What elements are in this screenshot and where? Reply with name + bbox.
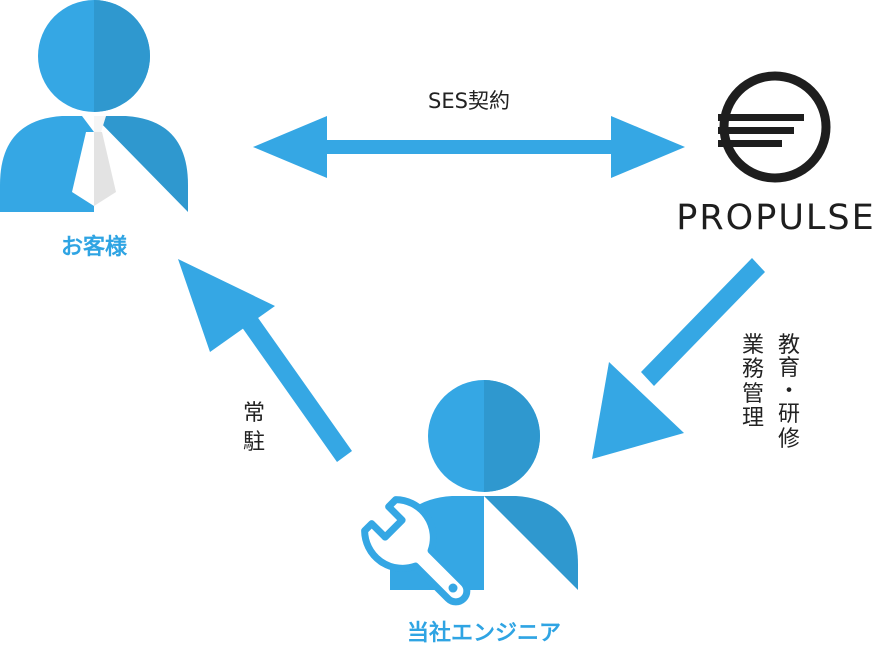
dispatch-label: 常 駐 (243, 401, 265, 455)
support-label: 教 育 ・ 研 修 業 務 管 理 (742, 333, 800, 452)
support-label-char: 教 (778, 333, 800, 358)
brand-name: PROPULSE (676, 198, 876, 238)
support-arrow (592, 258, 765, 459)
support-label-char: 管 (742, 382, 764, 407)
support-label-char: 研 (778, 402, 800, 427)
contract-label: SES契約 (428, 89, 510, 113)
engineer-icon (390, 380, 578, 590)
engineer-label: 当社エンジニア (407, 620, 561, 646)
wrench-icon (361, 496, 471, 606)
dispatch-label-char: 駐 (243, 430, 265, 455)
support-label-char: 業 (742, 333, 764, 358)
support-label-char: 理 (742, 406, 764, 431)
support-label-char: 修 (778, 427, 800, 452)
tie-icon (72, 116, 116, 206)
support-label-char: 務 (742, 357, 764, 382)
support-label-char: ・ (778, 379, 800, 404)
customer-label: お客様 (61, 234, 128, 260)
support-label-char: 育 (778, 356, 800, 381)
dispatch-arrow (178, 259, 352, 462)
dispatch-label-char: 常 (243, 401, 265, 426)
contract-double-arrow (253, 116, 685, 178)
businessman-icon (0, 0, 188, 212)
propulse-logo (718, 71, 831, 183)
